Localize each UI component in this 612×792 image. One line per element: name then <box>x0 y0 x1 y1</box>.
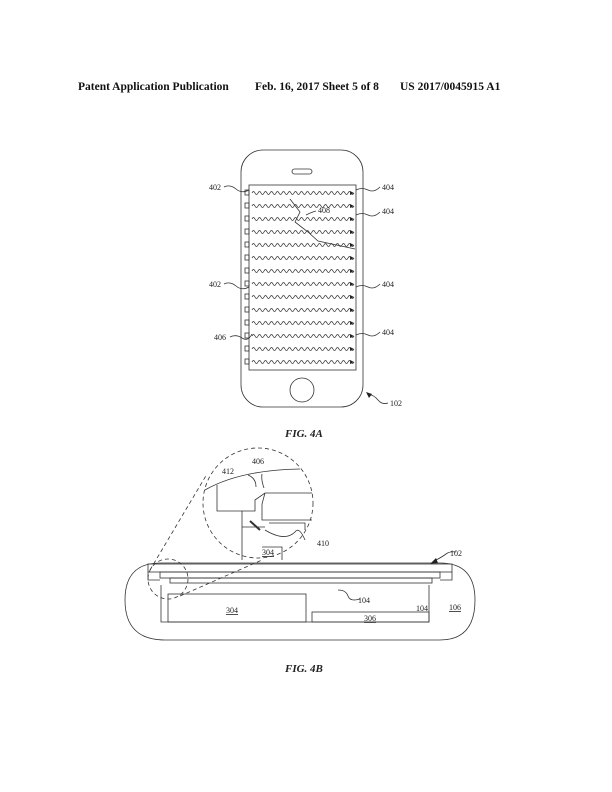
label-404: 404 <box>382 183 394 192</box>
crack-408 <box>289 198 356 250</box>
receiver-404 <box>350 204 354 208</box>
label-406: 406 <box>252 457 264 466</box>
receiver-404 <box>350 308 354 312</box>
emitter-402 <box>244 280 250 287</box>
label-412: 412 <box>222 467 234 476</box>
wave-lines <box>244 189 355 365</box>
emitter-402 <box>244 189 250 196</box>
fig-4a-phone: 402 402 404 404 404 404 406 408 102 <box>209 149 402 408</box>
label-104: 104 <box>358 596 370 605</box>
emitter-402 <box>244 215 250 222</box>
label-304: 304 <box>226 606 238 615</box>
label-404: 404 <box>382 207 394 216</box>
phone-body <box>240 149 364 408</box>
fig-4b-caption: FIG. 4B <box>284 663 323 675</box>
emitter-402 <box>244 202 250 209</box>
wave-line <box>251 269 355 273</box>
label-404: 404 <box>382 280 394 289</box>
date-sheet: Feb. 16, 2017 Sheet 5 of 8 <box>255 81 379 93</box>
receiver-404 <box>350 347 354 351</box>
emitter-402 <box>244 358 250 365</box>
label-406: 406 <box>214 333 226 342</box>
wave-line <box>251 217 355 221</box>
emitter-402 <box>244 228 250 235</box>
receiver-404 <box>350 295 354 299</box>
label-106: 106 <box>449 603 461 612</box>
publication-title: Patent Application Publication <box>78 81 229 93</box>
label-304: 304 <box>262 548 274 557</box>
receiver-404 <box>350 334 354 338</box>
label-404: 404 <box>382 328 394 337</box>
emitter-402 <box>244 267 250 274</box>
fig-4a-caption: FIG. 4A <box>284 428 323 440</box>
wave-line <box>251 308 355 312</box>
wave-line <box>251 204 355 208</box>
emitter-402 <box>244 306 250 313</box>
wave-line <box>251 334 355 338</box>
receiver-404 <box>350 256 354 260</box>
fig-4b-cross-section: 406 412 410 304 102 104 104 304 306 106 <box>124 447 476 641</box>
receiver-404 <box>350 269 354 273</box>
wave-line <box>251 321 355 325</box>
home-button <box>289 377 315 403</box>
label-408: 408 <box>318 206 330 215</box>
emitter-402 <box>244 319 250 326</box>
wave-line <box>251 256 355 260</box>
receiver-404 <box>350 243 354 247</box>
label-102: 102 <box>450 549 462 558</box>
emitter-402 <box>244 332 250 339</box>
receiver-404 <box>350 191 354 195</box>
label-402: 402 <box>209 183 221 192</box>
emitter-402 <box>244 345 250 352</box>
display-screen <box>248 184 357 371</box>
label-104: 104 <box>416 604 428 613</box>
receiver-404 <box>350 321 354 325</box>
receiver-404 <box>350 282 354 286</box>
housing-106 <box>124 562 476 641</box>
emitter-402 <box>244 293 250 300</box>
label-102: 102 <box>390 399 402 408</box>
wave-line <box>251 295 355 299</box>
label-402: 402 <box>209 280 221 289</box>
emitter-402 <box>244 254 250 261</box>
receiver-404 <box>350 360 354 364</box>
speaker-slot <box>291 168 313 175</box>
wave-line <box>251 282 355 286</box>
wave-line <box>251 191 355 195</box>
label-306: 306 <box>364 614 376 623</box>
label-410: 410 <box>317 539 329 548</box>
wave-line <box>251 347 355 351</box>
wave-line <box>251 360 355 364</box>
emitter-402 <box>244 241 250 248</box>
wave-line <box>251 243 355 247</box>
wave-line <box>251 230 355 234</box>
receiver-404 <box>350 217 354 221</box>
receiver-404 <box>350 230 354 234</box>
publication-number: US 2017/0045915 A1 <box>400 81 501 93</box>
